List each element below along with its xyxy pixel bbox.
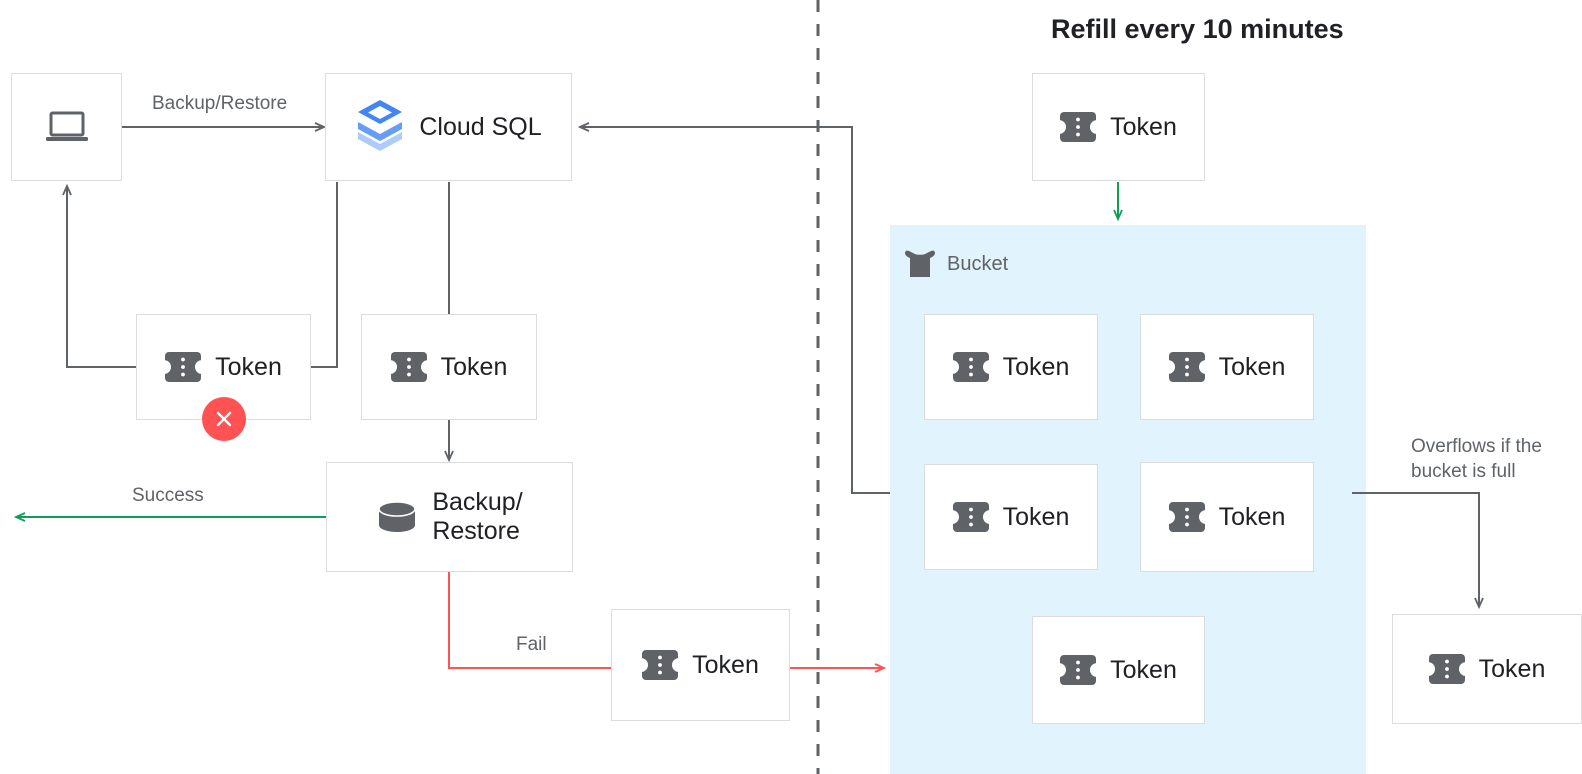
bucket-label: Bucket xyxy=(947,252,1009,275)
node-token-failed-label: Token xyxy=(215,352,282,381)
edge-label-backup-restore: Backup/Restore xyxy=(152,93,288,114)
token-icon xyxy=(390,351,427,383)
bucket-token-4[interactable]: Token xyxy=(1140,462,1314,572)
database-icon xyxy=(376,500,418,534)
edge-label-fail: Fail xyxy=(516,634,547,655)
node-cloud-sql[interactable]: Cloud SQL xyxy=(325,73,572,181)
bucket-token-3-label: Token xyxy=(1002,502,1070,531)
token-icon xyxy=(165,351,202,383)
token-icon xyxy=(952,351,989,383)
cloud-sql-icon xyxy=(355,98,405,156)
bucket-token-5[interactable]: Token xyxy=(1032,616,1205,724)
node-backup-restore-label: Backup/ Restore xyxy=(432,488,523,545)
node-token-consumed-label: Token xyxy=(440,352,508,381)
page-title: Refill every 10 minutes xyxy=(1051,14,1344,44)
edge-label-success: Success xyxy=(132,485,204,506)
token-icon xyxy=(1060,654,1097,686)
bucket-token-1[interactable]: Token xyxy=(924,314,1098,420)
fail-badge xyxy=(202,397,246,441)
bucket-token-2[interactable]: Token xyxy=(1140,314,1314,420)
bucket-token-5-label: Token xyxy=(1110,655,1177,684)
close-icon xyxy=(216,411,232,427)
edge-overflow xyxy=(1352,492,1479,607)
token-icon xyxy=(1428,653,1465,685)
edge-cloudsql-to-token-failed xyxy=(311,182,338,368)
edge-label-overflow: Overflows if the bucket is full xyxy=(1411,436,1542,482)
node-token-consumed[interactable]: Token xyxy=(361,314,537,420)
node-client[interactable] xyxy=(11,73,122,181)
token-icon xyxy=(1168,501,1205,533)
node-token-refill-label: Token xyxy=(1110,112,1177,141)
laptop-icon xyxy=(45,109,89,145)
edge-bucket-to-cloudsql xyxy=(580,127,890,494)
token-icon xyxy=(952,501,989,533)
node-token-fail-return[interactable]: Token xyxy=(611,609,790,721)
node-backup-restore[interactable]: Backup/ Restore xyxy=(326,462,573,572)
node-token-refill[interactable]: Token xyxy=(1032,73,1205,181)
token-icon xyxy=(1168,351,1205,383)
bucket-token-1-label: Token xyxy=(1002,352,1070,381)
node-token-overflow[interactable]: Token xyxy=(1392,614,1582,724)
node-token-fail-return-label: Token xyxy=(692,650,759,679)
bucket-icon xyxy=(903,248,937,280)
node-cloud-sql-label: Cloud SQL xyxy=(419,112,542,141)
bucket-token-3[interactable]: Token xyxy=(924,464,1098,570)
token-icon xyxy=(1060,111,1097,143)
node-token-overflow-label: Token xyxy=(1478,654,1546,683)
bucket-token-4-label: Token xyxy=(1218,502,1286,531)
token-icon xyxy=(642,649,679,681)
bucket-title: Bucket xyxy=(903,248,1008,280)
bucket-token-2-label: Token xyxy=(1218,352,1286,381)
edge-token-failed-to-client xyxy=(67,186,136,368)
